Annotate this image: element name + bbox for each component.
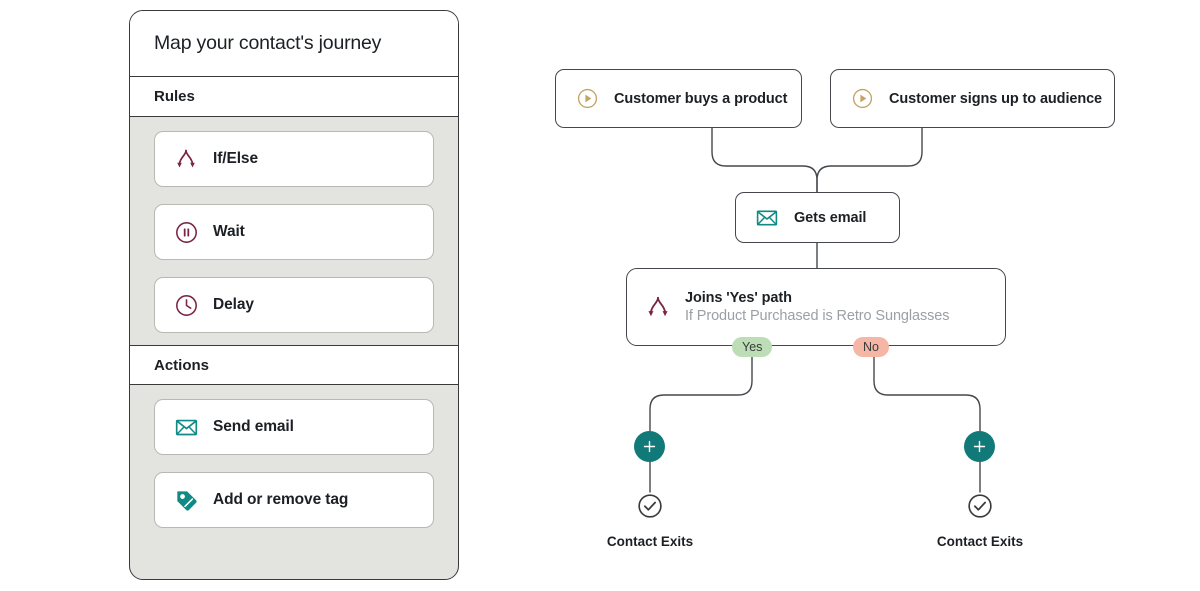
flow-exit-yes-path: Contact Exits [605,492,695,549]
panel-header: Map your contact's journey [130,11,458,77]
flow-exit-no-path: Contact Exits [935,492,1025,549]
flow-exit-label: Contact Exits [936,534,1024,549]
flow-node-gets-email[interactable]: Gets email [735,192,900,243]
tool-label-delay: Delay [213,296,254,313]
envelope-icon [173,414,199,440]
section-header-actions: Actions [130,345,458,385]
play-circle-icon [849,86,875,112]
tool-card-delay[interactable]: Delay [154,277,434,333]
check-circle-icon [966,492,994,525]
branch-pill-yes[interactable]: Yes [732,337,773,357]
flow-connectors [649,127,981,493]
flow-node-label: Gets email [794,209,867,226]
clock-icon [173,292,199,318]
flow-node-trigger-customer-buys[interactable]: Customer buys a product [555,69,802,128]
check-circle-icon [636,492,664,525]
section-body-actions: Send email Add or remove tag [130,385,458,540]
page-title: Map your contact's journey [154,32,382,54]
tool-label-add-remove-tag: Add or remove tag [213,491,349,508]
tool-label-send-email: Send email [213,418,294,435]
section-label-actions: Actions [154,356,210,374]
journey-flow-canvas: Customer buys a product Customer signs u… [500,0,1200,591]
section-body-rules: If/Else Wait Delay [130,117,458,345]
flow-node-condition-if-else[interactable]: Joins 'Yes' path If Product Purchased is… [626,268,1006,346]
play-circle-icon [574,86,600,112]
section-header-rules: Rules [130,77,458,117]
flow-exit-label: Contact Exits [606,534,694,549]
envelope-icon [754,205,780,231]
tool-label-if-else: If/Else [213,150,258,167]
tool-label-wait: Wait [213,223,245,240]
flow-node-label: Customer signs up to audience [889,90,1103,107]
section-label-rules: Rules [154,88,195,105]
add-step-button-no-path[interactable] [964,431,995,462]
branch-pill-no[interactable]: No [853,337,889,357]
plus-icon [973,440,986,453]
flow-node-trigger-customer-signs-up[interactable]: Customer signs up to audience [830,69,1115,128]
flow-node-subtitle: If Product Purchased is Retro Sunglasses [685,308,950,324]
flow-node-text-stack: Joins 'Yes' path If Product Purchased is… [685,290,949,324]
tool-card-if-else[interactable]: If/Else [154,131,434,187]
pause-circle-icon [173,219,199,245]
branch-icon [645,294,671,320]
add-step-button-yes-path[interactable] [634,431,665,462]
branch-icon [173,146,199,172]
journey-builder-panel: Map your contact's journey Rules If/Else [129,10,459,580]
flow-node-label: Customer buys a product [614,90,788,107]
tag-icon [173,487,199,513]
plus-icon [643,440,656,453]
tool-card-send-email[interactable]: Send email [154,399,434,455]
tool-card-wait[interactable]: Wait [154,204,434,260]
tool-card-add-remove-tag[interactable]: Add or remove tag [154,472,434,528]
flow-node-title: Joins 'Yes' path [685,290,792,306]
